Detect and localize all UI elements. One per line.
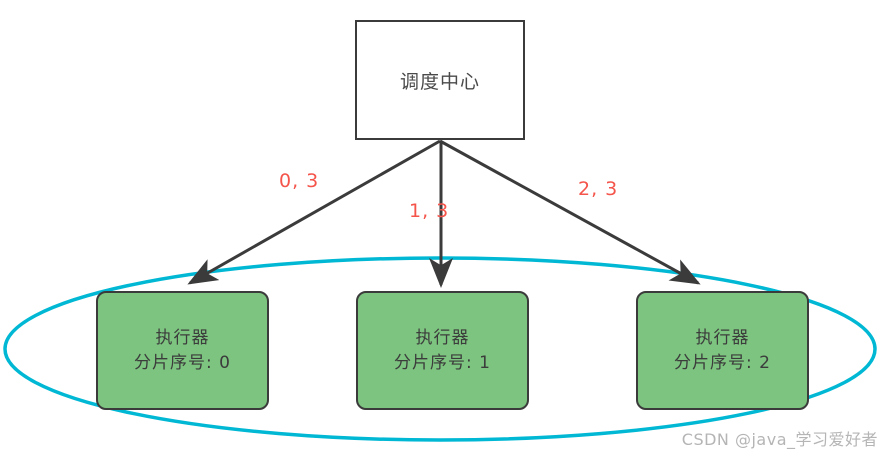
edge-label-0: 0, 3: [279, 170, 320, 192]
executor-node-2-title: 执行器: [695, 327, 750, 348]
executor-node-0-shard: 分片序号: 0: [134, 352, 231, 373]
executor-node-2-shard: 分片序号: 2: [674, 352, 771, 373]
edge-scheduler-to-executor-0: [187, 139, 441, 285]
executor-node-0: 执行器 分片序号: 0: [96, 291, 269, 410]
executor-node-2: 执行器 分片序号: 2: [636, 291, 809, 410]
executor-node-1: 执行器 分片序号: 1: [356, 291, 529, 410]
watermark-text: CSDN @java_学习爱好者: [681, 430, 878, 449]
executor-node-1-title: 执行器: [415, 327, 470, 348]
scheduler-node-label: 调度中心: [399, 70, 480, 93]
scheduler-node: 调度中心: [355, 20, 525, 140]
executor-node-0-title: 执行器: [155, 327, 210, 348]
edge-label-1: 1, 3: [409, 200, 450, 222]
edge-scheduler-to-executor-2: [439, 139, 701, 285]
edge-label-2: 2, 3: [578, 178, 619, 200]
executor-node-1-shard: 分片序号: 1: [394, 352, 491, 373]
